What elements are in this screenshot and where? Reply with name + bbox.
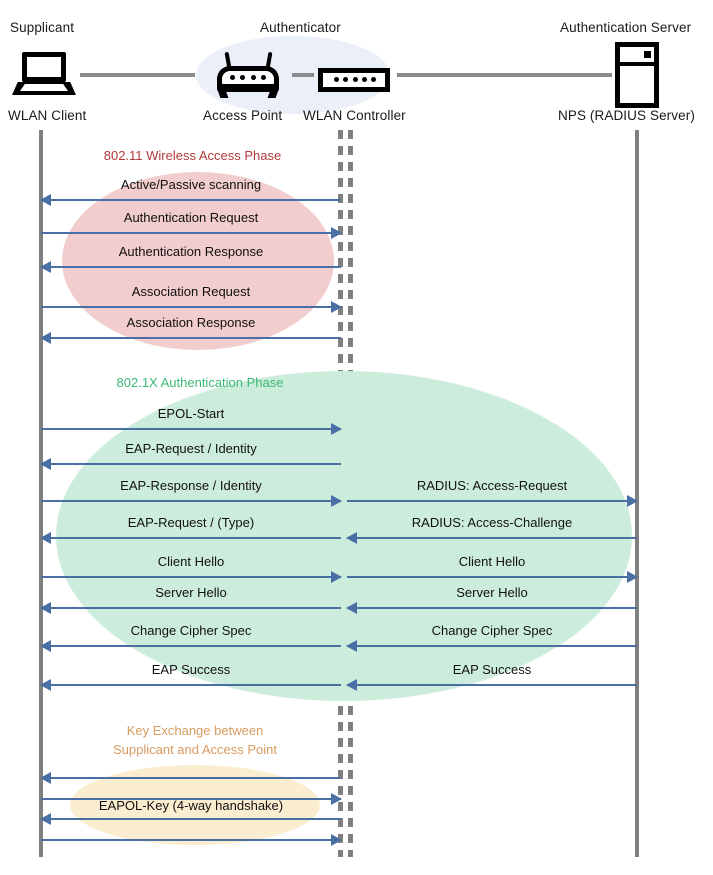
message-label: Change Cipher Spec [431,623,553,638]
access-point-icon [217,51,279,100]
message-label: RADIUS: Access-Request [416,478,568,493]
message-label: EAP-Request / Identity [125,441,257,456]
actor-device-wlan-client: WLAN Client [8,108,87,123]
message-label: Authentication Response [118,244,264,259]
server-icon [615,42,659,108]
wire-ap-to-controller [292,73,314,77]
message-label: EAP Success [151,662,231,677]
message-label: Change Cipher Spec [130,623,252,638]
wlan-controller-icon [318,52,390,100]
phase-title-dot1x-auth: 802.1X Authentication Phase [116,375,284,390]
actor-role-authenticator: Authenticator [260,20,341,35]
phase-title-key-exchange-line2: Supplicant and Access Point [112,742,278,757]
lifeline-radius-server [635,130,639,857]
phase-title-key-exchange-line1: Key Exchange between [126,723,264,738]
message-label: EAP-Response / Identity [120,478,262,493]
message-label: EAP-Request / (Type) [127,515,255,530]
phase-title-wireless-access: 802.11 Wireless Access Phase [103,148,282,163]
message-label: RADIUS: Access-Challenge [411,515,573,530]
message-label: Server Hello [456,585,528,600]
message-label: Client Hello [458,554,526,569]
actor-role-authentication-server: Authentication Server [560,20,692,35]
message-label: EPOL-Start [157,406,225,421]
wire-client-to-ap [80,73,195,77]
message-label: Server Hello [155,585,227,600]
laptop-icon [12,52,76,98]
message-label: Association Request [131,284,251,299]
lifeline-supplicant [39,130,43,857]
message-label: EAP Success [452,662,532,677]
message-label: Association Response [126,315,256,330]
actor-device-wlan-controller: WLAN Controller [303,108,406,123]
message-label: Client Hello [157,554,225,569]
message-label: EAPOL-Key (4-way handshake) [98,798,284,813]
actor-role-supplicant: Supplicant [10,20,75,35]
message-label: Authentication Request [123,210,259,225]
actor-device-nps-radius-server: NPS (RADIUS Server) [558,108,695,123]
actor-device-access-point: Access Point [203,108,283,123]
phase-blob-wireless-access [62,172,334,350]
wire-controller-to-server [397,73,612,77]
message-label: Active/Passive scanning [120,177,262,192]
